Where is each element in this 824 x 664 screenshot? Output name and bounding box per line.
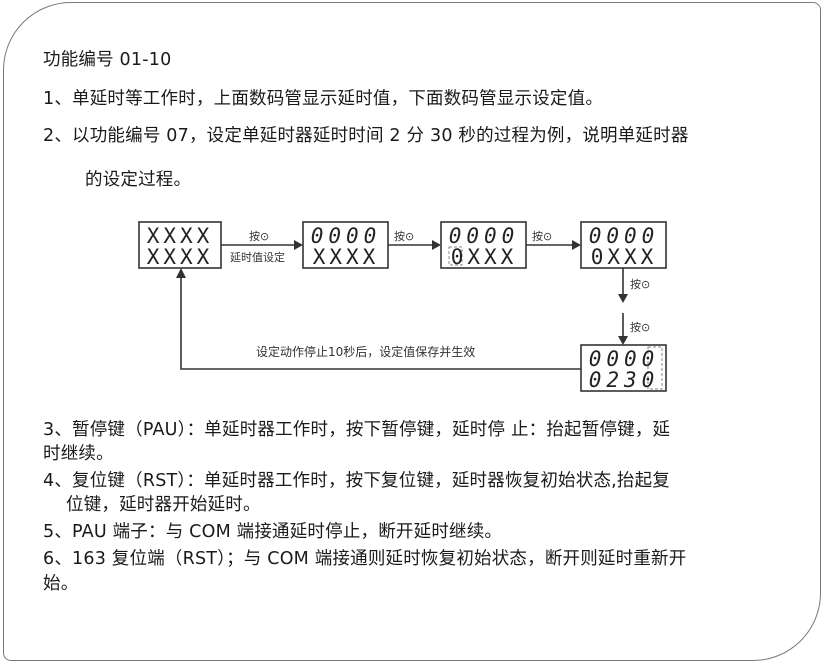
return-caption: 设定动作停止10秒后，设定值保存并生效 [256, 344, 475, 359]
arrow1-key-label: 按⊙ [249, 229, 269, 243]
paragraph-5: 5、PAU 端子：与 COM 端接通延时停止，断开延时继续。 [43, 522, 503, 542]
box5-bottom-value: 0230 [589, 368, 660, 392]
return-arrow-head [176, 268, 186, 278]
arrow2-key-label: 按⊙ [394, 229, 414, 243]
paragraph-6: 6、163 复位端（RST）；与 COM 端接通则延时恢复初始状态，断开则延时重… [43, 549, 687, 569]
paragraph-3-continued: 时继续。 [43, 444, 114, 464]
arrow-1-head [294, 240, 303, 250]
display-box-1 [138, 221, 222, 269]
arrow-3-head [572, 240, 581, 250]
box4-top-value: 0000 [589, 224, 660, 248]
box1-bottom-value: XXXX [147, 245, 214, 269]
paragraph-1: 1、单延时等工作时，上面数码管显示延时值，下面数码管显示设定值。 [43, 89, 604, 109]
blink-digit-indicator [448, 246, 463, 266]
paragraph-6-continued: 始。 [43, 574, 79, 594]
display-box-4 [580, 221, 667, 269]
box1-top-value: XXXX [147, 224, 214, 248]
display-box-5 [580, 344, 667, 392]
arrow4-key-label: 按⊙ [630, 277, 650, 291]
document-card [3, 2, 821, 661]
arrow5-key-label: 按⊙ [630, 320, 650, 334]
box5-top-value: 0000 [589, 347, 660, 371]
display-box-2 [302, 221, 389, 269]
paragraph-3: 3、暂停键（PAU）：单延时器工作时，按下暂停键，延时停 止：抬起暂停键，延 [43, 420, 671, 440]
box4-bottom-value: 0XXX [591, 245, 658, 269]
paragraph-4: 4、复位键（RST）：单延时器工作时，按下复位键，延时器恢复初始状态,抬起复 [43, 471, 671, 491]
active-digit-indicator [647, 346, 663, 390]
arrow-5-head [618, 336, 628, 345]
paragraph-4-continued: 位键，延时器开始延时。 [66, 495, 261, 515]
paragraph-2-continued: 的设定过程。 [85, 170, 192, 190]
box3-top-value: 0000 [449, 224, 520, 248]
arrow-2-head [432, 240, 441, 250]
box2-top-value: 0000 [311, 224, 382, 248]
box2-bottom-value: XXXX [313, 245, 380, 269]
section-title: 功能编号 01-10 [43, 50, 172, 70]
arrow3-key-label: 按⊙ [532, 229, 552, 243]
return-arrow [180, 276, 581, 370]
arrow-4-head [618, 294, 628, 303]
paragraph-2: 2、以功能编号 07，设定单延时器延时时间 2 分 30 秒的过程为例，说明单延… [43, 126, 689, 146]
box3-bottom-value: 0XXX [451, 245, 518, 269]
arrow1-caption: 延时值设定 [230, 250, 285, 264]
